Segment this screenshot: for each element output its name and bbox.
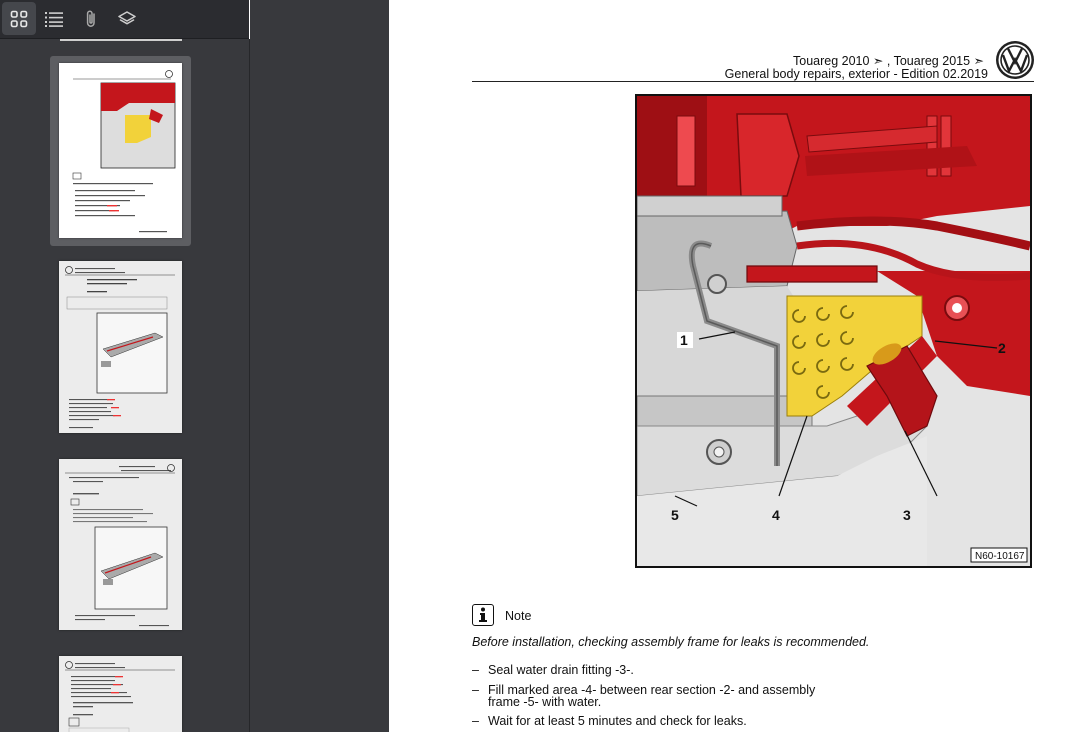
- step-text: Fill marked area -4- between rear sectio…: [488, 683, 816, 709]
- info-icon: [472, 604, 494, 626]
- previous-thumbnail-edge: [60, 39, 182, 41]
- figure-label-1: 1: [680, 332, 688, 348]
- page-thumbnail[interactable]: [59, 459, 182, 630]
- paperclip-icon: [86, 10, 95, 27]
- step-text: Seal water drain fitting -3-.: [488, 663, 634, 677]
- layers-view-button[interactable]: [110, 2, 144, 35]
- document-page: Touareg 2010 ➣ , Touareg 2015 ➣ General …: [389, 0, 1080, 732]
- figure-label-3: 3: [903, 507, 911, 523]
- page-thumbnail-current[interactable]: [59, 63, 182, 238]
- grid-icon: [10, 10, 28, 27]
- step-dash: –: [472, 663, 479, 677]
- step-text: Wait for at least 5 minutes and check fo…: [488, 714, 747, 728]
- figure-label-2: 2: [998, 340, 1006, 356]
- sidebar-gutter: [250, 0, 389, 732]
- header-models: Touareg 2010 ➣ , Touareg 2015 ➣: [793, 54, 984, 68]
- attachments-view-button[interactable]: [74, 2, 108, 35]
- figure-label-5: 5: [671, 507, 679, 523]
- sidebar-toolbar: [0, 0, 249, 39]
- thumbnail-sidebar[interactable]: [0, 39, 250, 732]
- page-thumbnail[interactable]: [59, 656, 182, 732]
- outline-view-button[interactable]: [37, 2, 71, 35]
- assembly-frame-figure: 1 2 3 4 5 N60-10167: [635, 94, 1032, 568]
- thumbnails-view-button[interactable]: [2, 2, 36, 35]
- figure-code: N60-10167: [975, 551, 1025, 562]
- vw-logo-icon: [996, 41, 1034, 79]
- layers-icon: [118, 10, 136, 24]
- note-title: Note: [505, 609, 532, 623]
- page-thumbnail[interactable]: [59, 261, 182, 433]
- step-dash: –: [472, 714, 479, 728]
- list-icon: [45, 11, 63, 27]
- header-edition: General body repairs, exterior - Edition…: [724, 67, 988, 81]
- note-text: Before installation, checking assembly f…: [472, 635, 870, 649]
- step-dash: –: [472, 683, 479, 697]
- header-rule: [472, 81, 1034, 82]
- figure-label-4: 4: [772, 507, 780, 523]
